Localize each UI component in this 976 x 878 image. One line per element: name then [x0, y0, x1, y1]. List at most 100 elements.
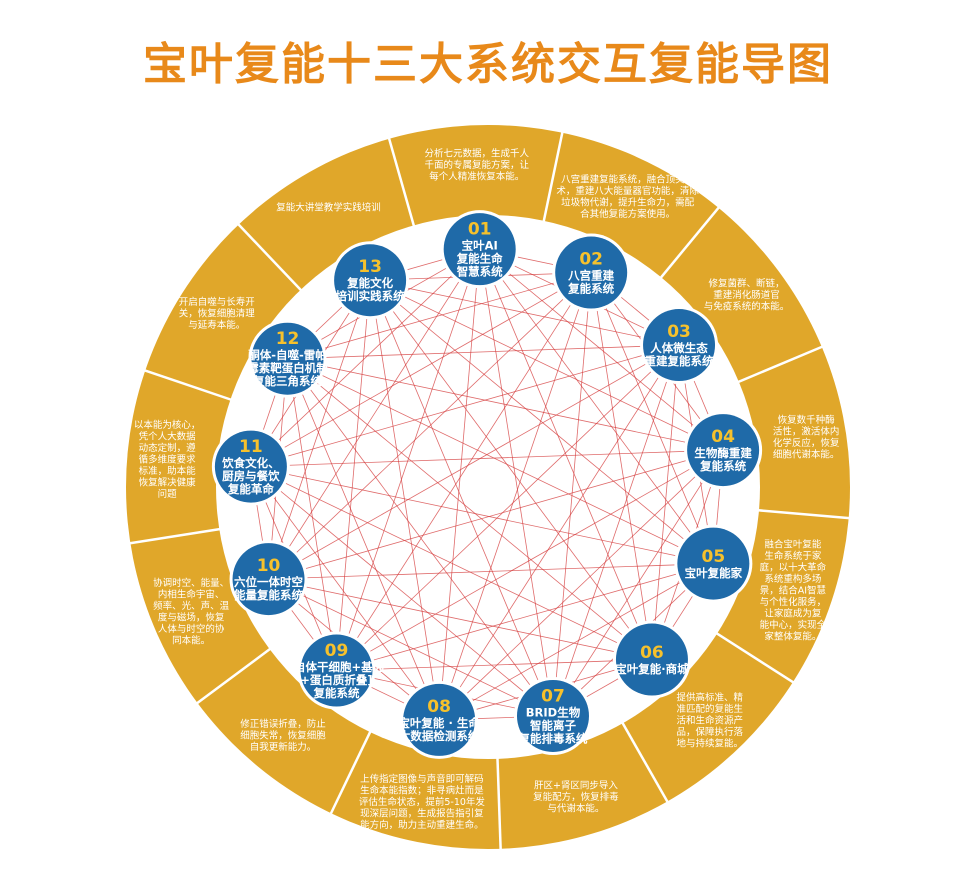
- description-line: 准匹配的复能生: [677, 703, 744, 715]
- node-label-line: 复能排毒系统: [517, 731, 587, 745]
- description-line: 凭个人大数据: [139, 430, 197, 442]
- system-description: 复能大讲堂教学实践培训: [276, 201, 381, 213]
- description-line: 景，结合AI智慧: [760, 585, 827, 597]
- connection-line: [287, 358, 440, 721]
- connection-line: [336, 449, 724, 671]
- node-label-line: 重建复能系统: [645, 354, 714, 368]
- connection-line: [370, 279, 680, 346]
- system-description: 分析七元数据，生成千人千面的专属复能方案，让每个人精准恢复本能。: [425, 148, 530, 183]
- description-line: 千面的专属复能方案，让: [425, 159, 530, 171]
- node-label-line: [自体干细胞+基因: [289, 660, 384, 674]
- connection-line: [369, 280, 653, 660]
- node-circle: [443, 213, 516, 286]
- description-line: 地与持续复能。: [677, 737, 744, 749]
- node-number: 10: [257, 556, 281, 576]
- description-line: 能中心，实现全: [760, 619, 827, 631]
- node-circle: [643, 309, 716, 382]
- description-line: 与延寿本能。: [188, 319, 245, 331]
- description-line: 垃圾物代谢，提升生命力，需配: [561, 197, 695, 209]
- connection-line: [268, 578, 554, 717]
- system-description: 以本能为核心，凭个人大数据动态定制，遵循多维度要求标准，助本能恢复解决健康问题: [134, 419, 201, 500]
- description-line: 协调时空、能量、: [153, 577, 229, 589]
- node-number: 07: [541, 686, 565, 706]
- description-line: 肝区+肾区同步导入: [534, 780, 618, 791]
- description-line: 家整体复能。: [764, 631, 821, 643]
- connection-line: [336, 563, 714, 671]
- page-title: 宝叶复能十三大系统交互复能导图: [143, 39, 833, 90]
- system-description: 上传指定图像与声音即可解码生命本能指数；非寻病灶而是评估生命状态，提前5-10年…: [359, 773, 486, 831]
- connection-line: [479, 248, 714, 564]
- connection-line: [268, 563, 714, 580]
- connection-line: [336, 659, 652, 671]
- connection-line: [287, 272, 592, 360]
- system-node-09[interactable]: 09[自体干细胞+基因+蛋白质折叠]复能系统: [289, 631, 384, 710]
- connection-line: [287, 358, 337, 671]
- ring-divider: [236, 222, 303, 293]
- ring-divider: [195, 647, 273, 706]
- connection-line: [268, 449, 724, 580]
- connection-line: [651, 345, 680, 660]
- description-line: 重建消化肠道官: [713, 289, 780, 301]
- node-label-line: 厨房与餐饮: [222, 469, 280, 483]
- description-line: 现深层问题，生成报告指引复: [360, 808, 484, 820]
- connection-line: [590, 272, 653, 660]
- node-label: 六位一体时空能量复能系统: [234, 575, 303, 602]
- node-circle: [677, 527, 750, 600]
- connection-line: [287, 358, 724, 451]
- node-label-line: 酮体-自噬-雷帕: [248, 348, 327, 362]
- connection-line: [250, 449, 724, 467]
- node-label: 人体微生态重建复能系统: [645, 341, 714, 368]
- node-number: 08: [427, 697, 451, 717]
- node-circle: [516, 679, 589, 752]
- node-label-line: 复能革命: [227, 482, 274, 496]
- node-label-line: 大数据检测系统: [399, 729, 480, 743]
- node-circle: [615, 623, 688, 696]
- node-label: 饮食文化、厨房与餐饮复能革命: [221, 456, 280, 496]
- node-label-line: 宝叶AI: [462, 239, 498, 253]
- system-description: 提供高标准、精准匹配的复能生活和生命资源产品，保障执行落地与持续复能。: [677, 691, 744, 749]
- description-line: 合其他复能方案使用。: [580, 208, 675, 220]
- connection-line: [336, 272, 592, 671]
- description-line: 问题: [158, 488, 178, 500]
- description-line: 化学反应，恢复: [773, 437, 840, 449]
- description-line: 生命系统于家: [764, 550, 822, 562]
- node-label-line: 复能文化: [346, 276, 393, 290]
- node-label-line: 宝叶复能·商城: [615, 662, 689, 676]
- description-line: 自我更新能力。: [250, 741, 317, 753]
- node-circle: [687, 414, 760, 487]
- connection-line: [336, 249, 481, 671]
- connection-line: [250, 466, 440, 721]
- description-line: 细胞代谢本能。: [773, 448, 840, 460]
- connection-line: [369, 279, 724, 451]
- description-line: 恢复解决健康: [139, 476, 197, 488]
- description-line: 度与磁场，恢复: [158, 611, 225, 623]
- node-label-line: 能量复能系统: [234, 588, 303, 602]
- connection-line: [590, 272, 714, 564]
- connection-line: [336, 280, 371, 671]
- ring-divider: [329, 729, 373, 816]
- node-label-line: 复能生命: [456, 252, 503, 266]
- system-description: 修复菌群、断链，重建消化肠道官与免疫系统的本能。: [704, 277, 790, 312]
- node-label: 宝叶复能家: [685, 566, 743, 580]
- connection-line: [287, 358, 653, 660]
- node-number: 01: [468, 220, 492, 240]
- description-line: 内相生命宇宙、: [158, 588, 225, 600]
- description-line: 活和生命资源产: [677, 714, 744, 726]
- description-line: 术，重建八大能量器官功能，清除: [556, 185, 699, 197]
- description-line: 庭，以十大革命: [760, 562, 827, 574]
- system-description: 协调时空、能量、内相生命宇宙、频率、光、声、温度与磁场，恢复人体与时空的协同本能…: [153, 577, 230, 647]
- description-line: 品，保障执行落: [677, 726, 744, 738]
